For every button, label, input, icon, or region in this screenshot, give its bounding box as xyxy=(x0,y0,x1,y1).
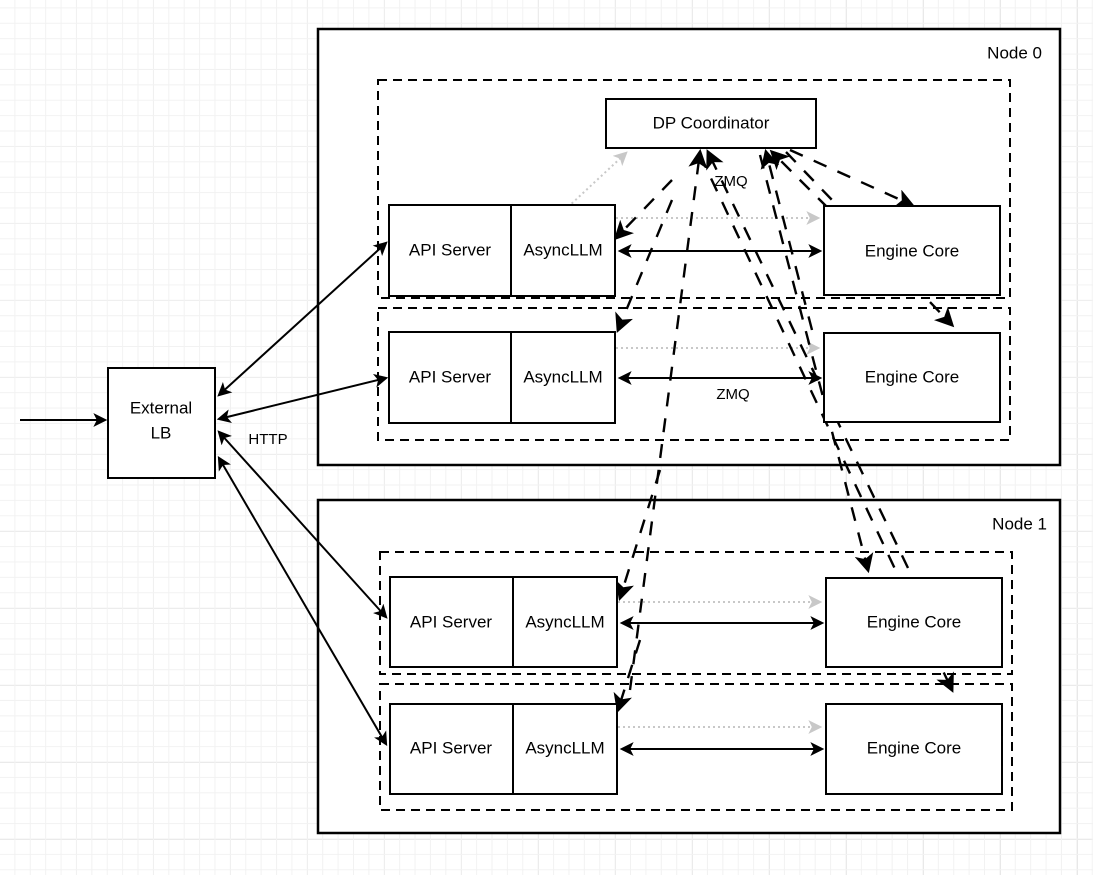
dp-coordinator-label: DP Coordinator xyxy=(653,113,770,132)
n1r1-api-server-box[interactable] xyxy=(389,703,618,795)
n1r0-asyncllm-label: AsyncLLM xyxy=(525,612,604,631)
dashed-arrow-n0r0-enginecore-to-coordinator xyxy=(769,149,829,209)
n1r0-engine-core-box[interactable] xyxy=(825,577,1003,668)
external-lb-label-line2: LB xyxy=(151,423,172,442)
solid-arrow-lb-to-n1r1-apiserver xyxy=(217,455,388,747)
n1r1-engine-core-label: Engine Core xyxy=(867,738,962,757)
n1r1-engine-core-box[interactable] xyxy=(825,703,1003,795)
zmq-label-bottom: ZMQ xyxy=(716,386,749,403)
solid-arrow-lb-to-n0r0-apiserver xyxy=(217,241,388,397)
n0r1-engine-core-box[interactable] xyxy=(823,332,1001,423)
n0r0-api-server-box[interactable] xyxy=(388,204,616,297)
node-0-rank-0-group xyxy=(377,79,1011,299)
zmq-label-top: ZMQ xyxy=(714,173,747,190)
n1r0-api-server-label: API Server xyxy=(410,612,493,631)
dashed-arrow-coordinator-to-n0r1-asyncllm xyxy=(615,199,674,333)
external-lb-label-line1: External xyxy=(130,398,192,417)
n0r1-api-server-label: API Server xyxy=(409,367,492,386)
n0r1-api-server-box[interactable] xyxy=(388,331,616,424)
dashed-arrow-n0r1-enginecore-to-coordinator xyxy=(760,148,814,331)
dashed-arrow-coordinator-to-n0r1-enginecore xyxy=(785,151,955,328)
solid-arrow-lb-to-n0r1-apiserver xyxy=(216,373,389,424)
n1r1-asyncllm-label: AsyncLLM xyxy=(525,738,604,757)
dashed-arrow-coordinator-to-n1r0-asyncllm xyxy=(615,469,662,602)
node-1-label: Node 1 xyxy=(992,514,1047,533)
n0r0-engine-core-label: Engine Core xyxy=(865,241,960,260)
n0r1-engine-core-label: Engine Core xyxy=(865,367,960,386)
n0r1-asyncllm-label: AsyncLLM xyxy=(523,367,602,386)
n0r0-asyncllm-label: AsyncLLM xyxy=(523,240,602,259)
dashed-arrow-n1r1-enginecore-to-coordinator xyxy=(628,148,708,691)
n1r0-api-server-box[interactable] xyxy=(389,576,618,668)
dashed-arrow-coordinator-to-n0r0-enginecore xyxy=(789,148,915,208)
node-0-label: Node 0 xyxy=(987,43,1042,62)
n0r0-engine-core-box[interactable] xyxy=(823,205,1001,296)
dashed-arrow-coordinator-to-n0r0-asyncllm xyxy=(613,179,673,241)
external-lb-box[interactable] xyxy=(107,367,216,479)
dashed-arrow-coordinator-to-n1r0-enginecore xyxy=(758,154,874,574)
n1r1-api-server-label: API Server xyxy=(410,738,493,757)
dp-coordinator-box[interactable] xyxy=(605,98,817,149)
n0r0-api-server-label: API Server xyxy=(409,240,492,259)
dotted-arrow-asyncllm-to-dp-coordinator xyxy=(567,151,628,208)
n1r0-engine-core-label: Engine Core xyxy=(867,612,962,631)
dashed-arrow-coordinator-to-n1r1-asyncllm xyxy=(613,639,642,714)
node-1-rank-1-group xyxy=(379,683,1013,811)
http-label: HTTP xyxy=(248,431,287,448)
